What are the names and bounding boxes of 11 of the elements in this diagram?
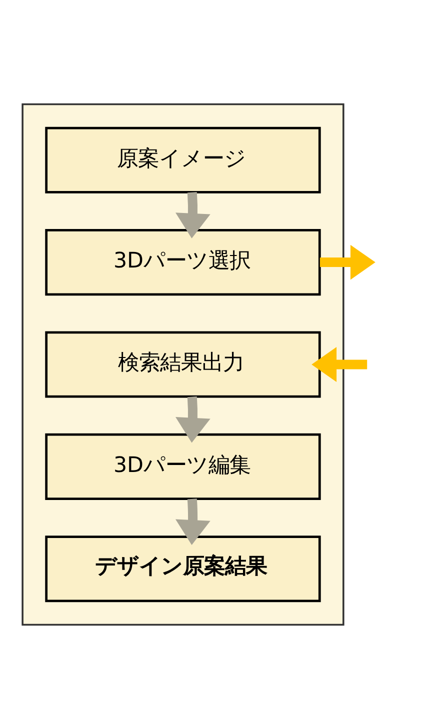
node-box: デザイン原案結果: [45, 535, 321, 602]
node-box: 検索結果出力: [45, 330, 321, 398]
node-box: 原案イメージ: [45, 126, 321, 193]
arrow: [320, 244, 376, 280]
arrow: [176, 396, 210, 442]
cluster: [22, 102, 344, 626]
arrow: [312, 346, 368, 382]
arrow: [176, 192, 210, 238]
arrow: [176, 498, 210, 544]
node-box: 3Dパーツ編集: [45, 432, 321, 500]
node-box: 3Dパーツ選択: [45, 228, 321, 296]
